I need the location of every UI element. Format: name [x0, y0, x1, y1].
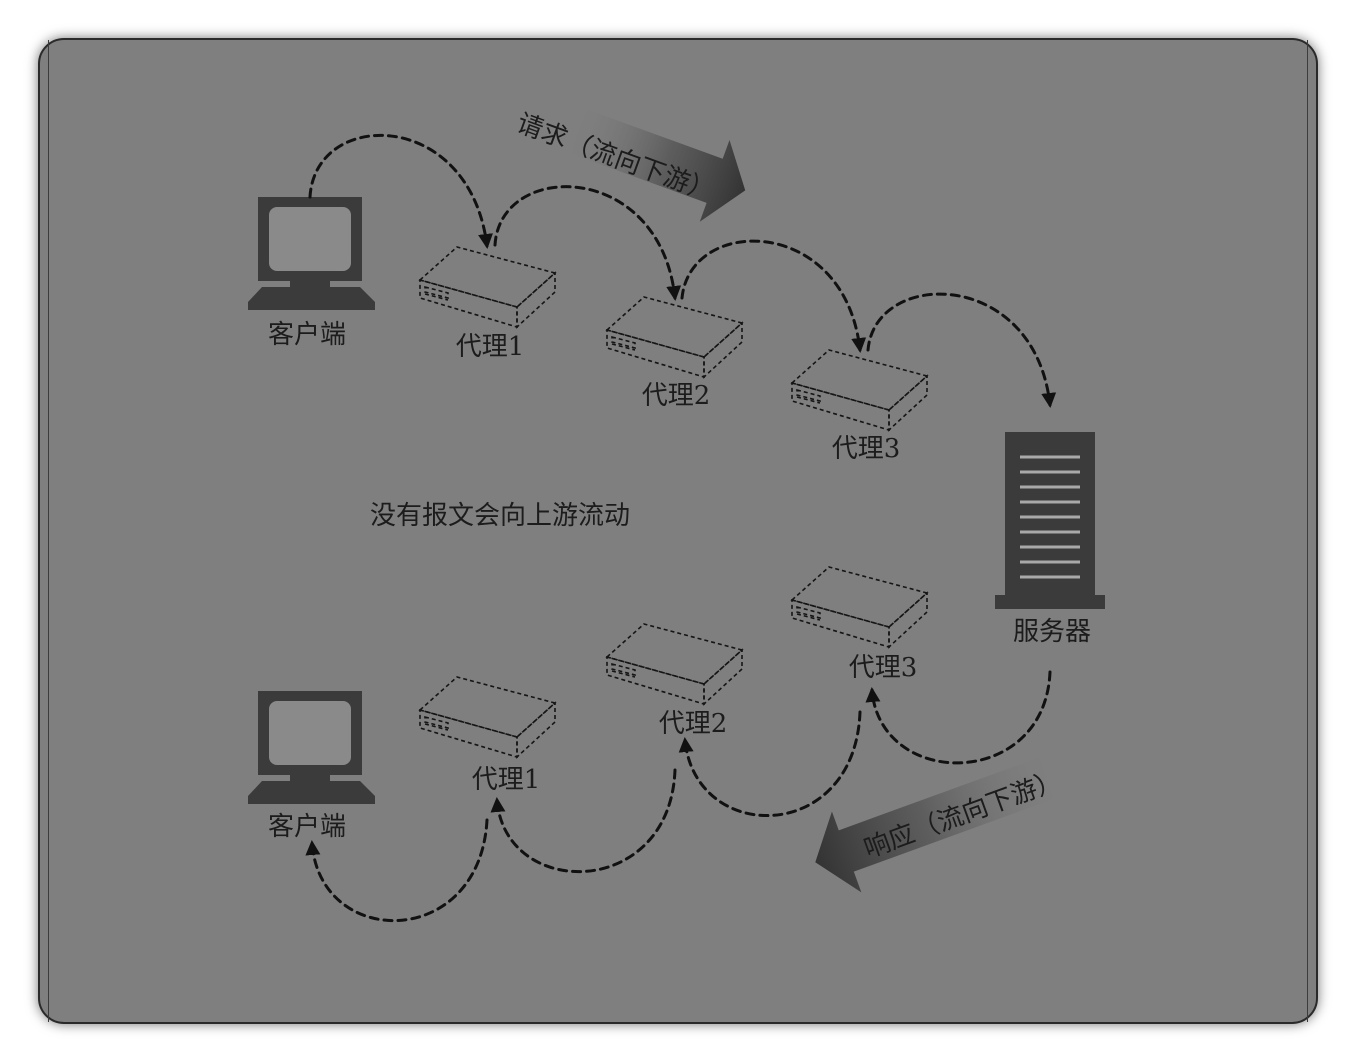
response-proxy2-label: 代理2: [659, 709, 728, 739]
response-client-label: 客户端: [268, 812, 346, 842]
response-hop-arrow-1: [865, 670, 1052, 765]
request-client-label: 客户端: [268, 320, 346, 350]
request-direction-arrow: 请求（流向下游）: [513, 105, 746, 222]
server-icon: [995, 432, 1105, 609]
request-proxy3-label: 代理3: [832, 434, 901, 464]
response-proxy1-label: 代理1: [472, 765, 541, 795]
server-label: 服务器: [1013, 617, 1091, 647]
request-client-computer-icon: [248, 197, 375, 310]
no-upstream-note: 没有报文会向上游流动: [370, 501, 630, 531]
request-hop-arrow-1: [308, 133, 493, 249]
request-proxy1-label: 代理1: [456, 332, 525, 362]
request-gradient-arrow-icon: [560, 105, 746, 222]
request-proxy3-box-icon: [790, 349, 929, 432]
request-proxy2-box-icon: [605, 296, 744, 379]
response-gradient-arrow-icon: [815, 752, 1069, 893]
request-hop-arrow-3: [680, 239, 867, 353]
response-proxy2-box-icon: [605, 623, 744, 706]
response-hop-arrow-2: [678, 710, 862, 817]
response-proxy1-box-icon: [418, 676, 557, 759]
request-hop-arrow-2: [493, 185, 682, 301]
response-proxy3-box-icon: [790, 566, 929, 649]
request-proxy1-box-icon: [418, 246, 557, 329]
response-hop-arrow-3: [490, 768, 677, 874]
response-proxy3-label: 代理3: [849, 653, 918, 683]
request-proxy2-label: 代理2: [642, 381, 711, 411]
diagram-frame: [38, 38, 1318, 1024]
response-hop-arrow-4: [305, 818, 489, 922]
frame-inner-border: [48, 40, 1308, 1022]
response-client-computer-icon: [248, 691, 375, 804]
response-direction-arrow: 响应（流向下游）: [815, 752, 1069, 893]
request-hop-arrow-4: [866, 292, 1057, 408]
